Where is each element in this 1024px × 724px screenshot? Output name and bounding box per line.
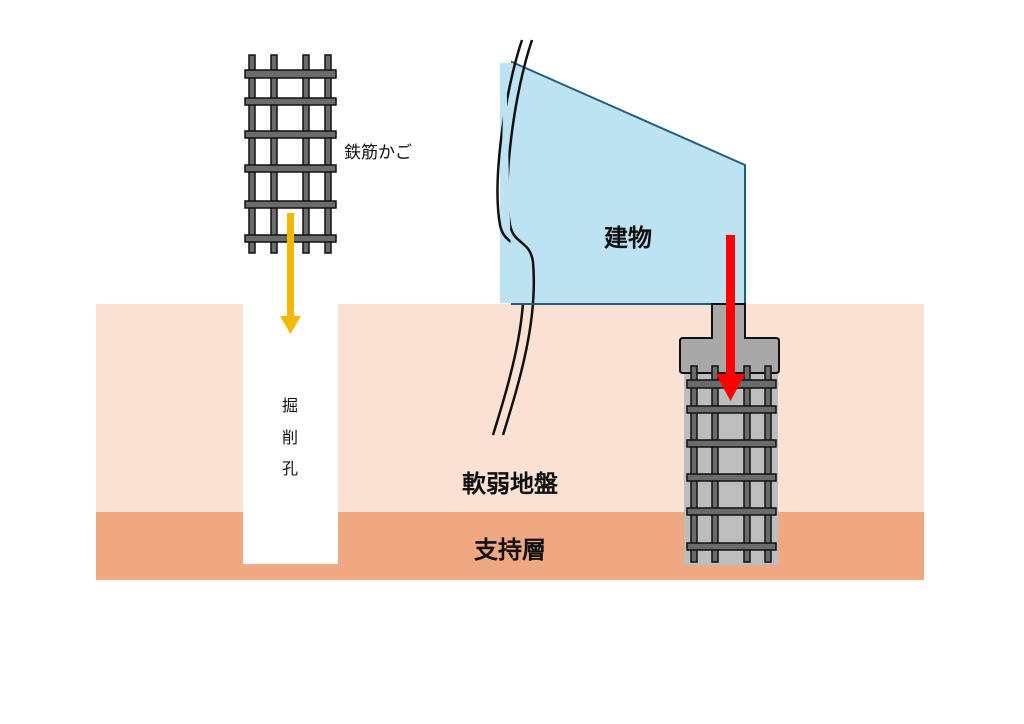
pile-body xyxy=(684,370,778,565)
borehole-label-3: 孔 xyxy=(282,459,298,478)
soft-ground-label: 軟弱地盤 xyxy=(462,470,559,498)
bearing-layer xyxy=(96,512,924,580)
borehole-label-1: 掘 xyxy=(282,396,298,415)
building-label: 建物 xyxy=(604,224,652,252)
rebar-cage-label: 鉄筋かご xyxy=(344,143,412,163)
borehole-label-2: 削 xyxy=(282,428,298,447)
bearing-layer-label: 支持層 xyxy=(474,536,546,564)
load-arrow xyxy=(716,235,745,401)
building xyxy=(511,60,746,305)
borehole xyxy=(243,304,338,564)
insert-arrow xyxy=(280,213,301,334)
